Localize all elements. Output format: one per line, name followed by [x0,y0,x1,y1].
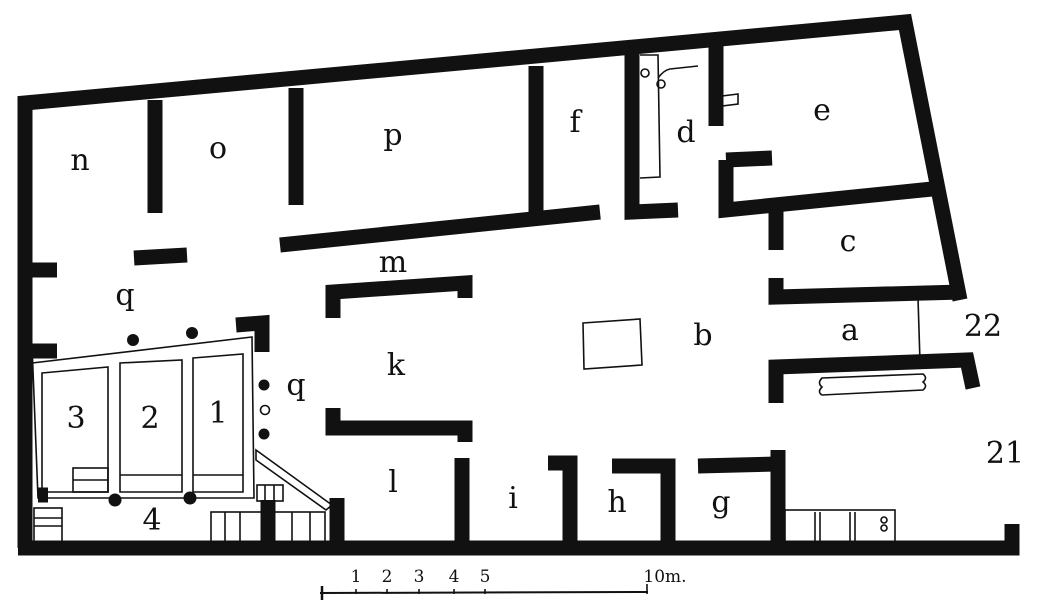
impluvium [582,318,643,370]
shop-label-1: 1 [208,396,227,431]
room-label-l: l [388,465,398,500]
outer-walls [17,13,1020,556]
room-label-m: m [379,245,407,280]
scale-tick-5: 5 [480,567,491,587]
scale-end-label: 10m. [643,567,686,587]
scale-tick-4: 4 [449,567,460,587]
scale-tick-1: 1 [351,567,362,587]
room-label-b: b [693,318,712,353]
entrance-label-22: 22 [964,309,1002,344]
room-label-g: g [711,485,730,520]
shop-label-4: 4 [142,503,161,538]
room-label-c: c [840,224,857,259]
room-label-o: o [209,131,227,166]
room-label-f: f [569,105,582,140]
room-label-e: e [813,93,831,128]
scale-tick-2: 2 [382,567,393,587]
room-label-q-upper: q [115,278,134,313]
room-label-a: a [841,313,859,348]
room-label-d: d [676,115,695,150]
room-label-p: p [383,118,402,153]
entrance-label-21: 21 [986,436,1024,471]
shop-label-3: 3 [66,401,85,436]
interior-walls [25,44,981,548]
shop-label-2: 2 [140,401,159,436]
scale-bar: 1 2 3 4 5 10m. [319,567,687,600]
room-label-i: i [508,481,518,516]
room-label-k: k [387,348,406,383]
room-label-q-lower: q [286,368,305,403]
scale-tick-3: 3 [414,567,425,587]
fixtures [31,54,927,543]
room-label-h: h [607,485,626,520]
room-label-n: n [70,143,89,178]
